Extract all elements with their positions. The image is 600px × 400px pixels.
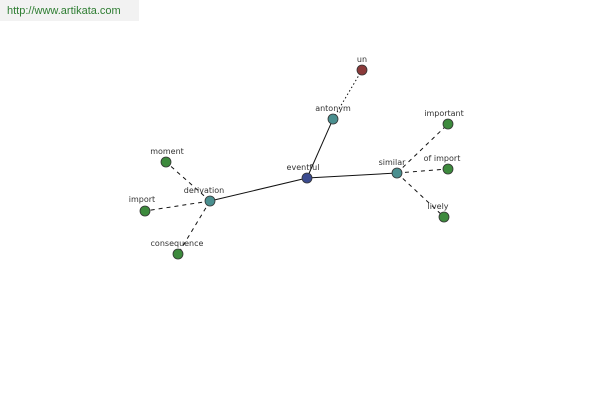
node-derivation-dot[interactable]	[204, 195, 216, 207]
node-un-label: un	[357, 55, 367, 64]
edge-similar-important	[396, 123, 449, 174]
node-important-label: important	[424, 109, 464, 118]
edge-similar-of-import	[396, 168, 449, 174]
node-consequence[interactable]: consequence	[151, 239, 204, 260]
edge-antonym-un	[332, 69, 363, 120]
node-lively[interactable]: lively	[427, 202, 450, 223]
source-link[interactable]: http://www.artikata.com	[7, 5, 121, 17]
node-antonym[interactable]: antonym	[315, 104, 351, 125]
edge-derivation-import	[144, 200, 211, 212]
node-similar-dot[interactable]	[391, 167, 403, 179]
node-lively-dot[interactable]	[438, 211, 450, 223]
node-import[interactable]: import	[129, 195, 155, 217]
node-moment-label: moment	[150, 147, 184, 156]
node-import-label: import	[129, 195, 155, 204]
edge-eventful-similar	[306, 172, 398, 179]
edge-similar-lively	[396, 172, 445, 218]
node-of-import-label: of import	[424, 154, 461, 163]
node-un[interactable]: un	[356, 55, 368, 76]
node-of-import-dot[interactable]	[442, 163, 454, 175]
node-similar-label: similar	[379, 158, 407, 167]
node-important-dot[interactable]	[442, 118, 454, 130]
edge-derivation-moment	[165, 161, 211, 202]
edge-eventful-derivation	[209, 177, 308, 202]
source-banner: http://www.artikata.com	[0, 0, 139, 21]
node-eventful-label: eventful	[287, 163, 320, 172]
node-lively-label: lively	[427, 202, 448, 211]
node-derivation-label: derivation	[184, 186, 224, 195]
node-derivation[interactable]: derivation	[184, 186, 224, 207]
node-un-dot[interactable]	[356, 64, 368, 76]
node-moment-dot[interactable]	[160, 156, 172, 168]
node-of-import[interactable]: of import	[424, 154, 461, 175]
nodes-layer: eventful antonym un similar important of impo…	[129, 55, 464, 260]
node-eventful[interactable]: eventful	[287, 163, 320, 184]
node-consequence-dot[interactable]	[172, 248, 184, 260]
edges-layer	[144, 69, 449, 255]
node-antonym-label: antonym	[315, 104, 351, 113]
edge-derivation-consequence	[177, 200, 211, 255]
node-similar[interactable]: similar	[379, 158, 407, 179]
edge-eventful-antonym	[306, 118, 334, 179]
node-consequence-label: consequence	[151, 239, 204, 248]
node-antonym-dot[interactable]	[327, 113, 339, 125]
node-important[interactable]: important	[424, 109, 464, 130]
node-moment[interactable]: moment	[150, 147, 184, 168]
node-eventful-dot[interactable]	[301, 172, 313, 184]
node-import-dot[interactable]	[139, 205, 151, 217]
